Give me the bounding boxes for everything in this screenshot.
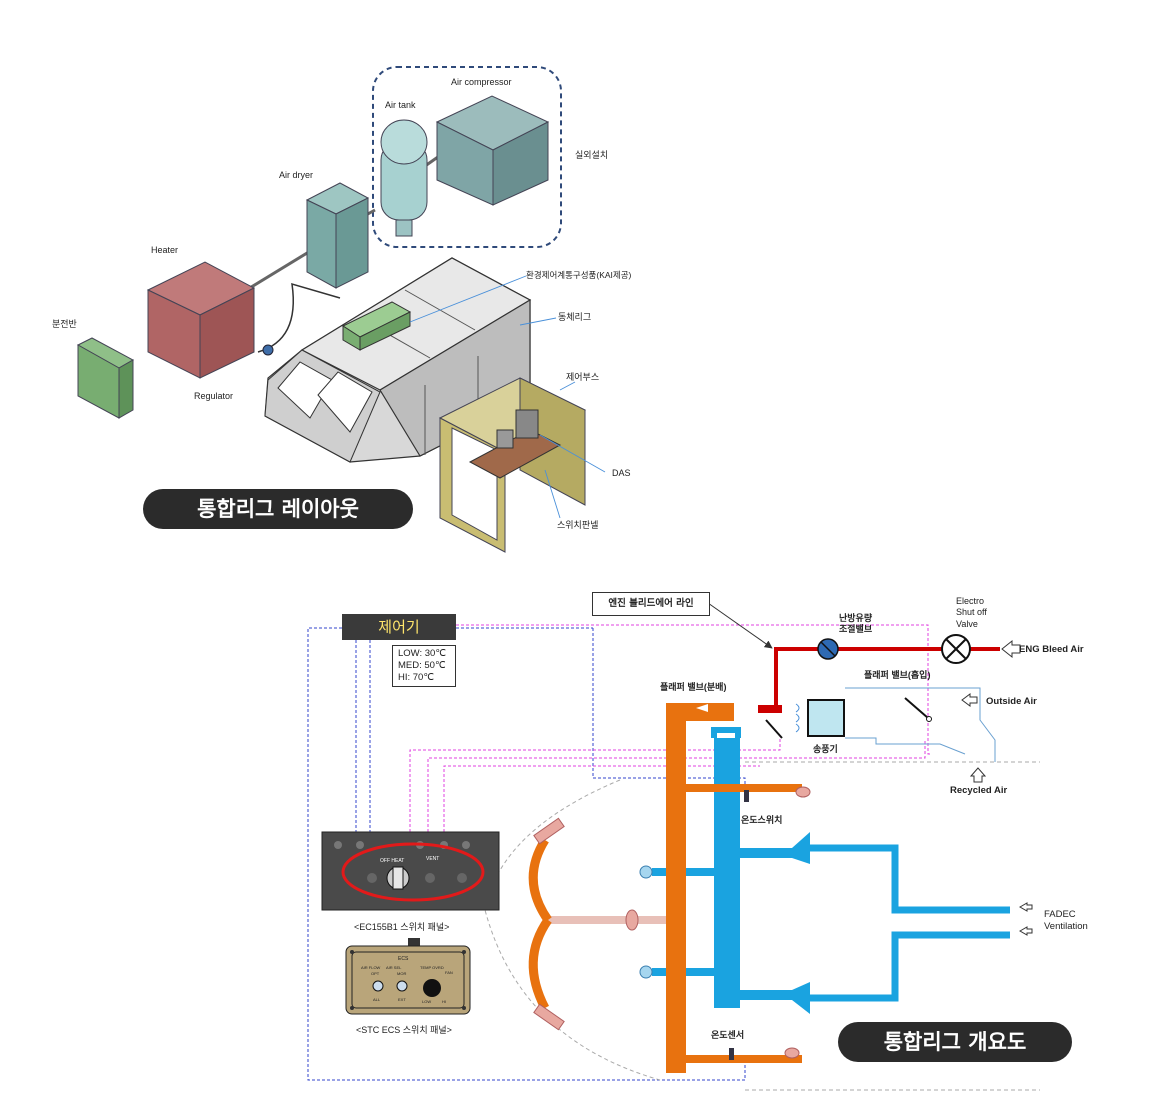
ec155-switch-panel: OFF HEAT VENT xyxy=(321,831,500,911)
outdoor-dashed-region xyxy=(372,66,562,248)
svg-text:FAN: FAN xyxy=(445,970,453,975)
label-flow-valve-1: 난방유량 xyxy=(839,612,873,623)
label-flapper-dist: 플래퍼 밸브(분배) xyxy=(660,681,726,692)
svg-text:EXT: EXT xyxy=(398,997,406,1002)
layout-title-badge: 통합리그 레이아웃 xyxy=(143,489,413,529)
label-temp-sensor: 온도센서 xyxy=(711,1029,744,1040)
recycled-air-arrow-icon xyxy=(969,767,987,783)
label-air-dryer: Air dryer xyxy=(279,170,313,180)
svg-text:HI: HI xyxy=(442,999,446,1004)
label-blower: 송풍기 xyxy=(813,743,838,754)
air-dryer-box xyxy=(305,182,370,289)
svg-text:AIR FLOW: AIR FLOW xyxy=(361,965,381,970)
label-eng-bleed-air: ENG Bleed Air xyxy=(1019,644,1084,655)
label-shutoff-2: Shut off xyxy=(956,607,987,617)
overview-title-badge: 통합리그 개요도 xyxy=(838,1022,1072,1062)
overview-diagram: OFF HEAT VENT ECS AIR FLOW AIR SEL TEMP … xyxy=(307,596,1088,1091)
label-recycled-air: Recycled Air xyxy=(950,785,1008,796)
control-wire-magenta xyxy=(456,624,932,755)
outside-air-arrow-icon xyxy=(961,693,978,707)
svg-text:ECS: ECS xyxy=(398,956,409,962)
label-temp-switch: 온도스위치 xyxy=(741,814,782,825)
highlight-ellipse xyxy=(341,842,485,902)
label-shutoff-3: Valve xyxy=(956,619,978,629)
label-shutoff-1: Electro xyxy=(956,596,984,606)
label-heater: Heater xyxy=(151,245,178,255)
temp-med: MED: 50℃ xyxy=(398,660,446,671)
svg-text:LOW: LOW xyxy=(422,999,431,1004)
svg-text:ALL: ALL xyxy=(373,997,381,1002)
label-fadec-1: FADEC xyxy=(1044,909,1076,920)
label-distribution-panel: 분전반 xyxy=(52,319,77,329)
regulator-icon xyxy=(262,344,274,356)
label-flow-valve-2: 조절밸브 xyxy=(839,623,873,634)
cyan-duct-system xyxy=(652,727,1010,1014)
distribution-panel-box xyxy=(76,337,135,419)
label-fuselage-rig: 동체리그 xyxy=(558,312,591,322)
temp-switch-icon xyxy=(744,790,749,802)
label-air-tank: Air tank xyxy=(385,100,416,110)
air-compressor-box xyxy=(435,95,550,206)
air-tank xyxy=(380,119,428,237)
label-regulator: Regulator xyxy=(194,391,233,401)
temperature-settings-box: LOW: 30℃ MED: 50℃ HI: 70℃ xyxy=(392,645,456,687)
label-ecs-parts: 환경제어계통구성품(KAI제공) xyxy=(526,270,632,280)
engine-bleed-line-callout: 엔진 블리드에어 라인 xyxy=(592,592,710,616)
svg-text:MOR: MOR xyxy=(397,971,406,976)
temp-hi: HI: 70℃ xyxy=(398,672,435,683)
orange-duct-system xyxy=(528,703,802,1073)
layout-illustration: Air compressor Air tank 실외설치 Air dryer H… xyxy=(52,66,632,553)
label-outside-air: Outside Air xyxy=(986,696,1037,707)
svg-text:VENT: VENT xyxy=(426,856,439,862)
label-flapper-intake: 플래퍼 밸브(흡입) xyxy=(864,669,930,680)
bleed-air-line xyxy=(774,647,1000,708)
label-control-booth: 제어부스 xyxy=(566,372,599,382)
label-das: DAS xyxy=(612,468,631,478)
label-switch-panel: 스위치판넬 xyxy=(557,519,598,530)
blower-box xyxy=(807,699,845,737)
eng-bleed-arrow-icon xyxy=(1001,639,1021,659)
control-wire-blue-outer xyxy=(307,627,746,1081)
temp-low: LOW: 30℃ xyxy=(398,648,446,659)
svg-text:OFF HEAT: OFF HEAT xyxy=(380,858,404,864)
svg-text:OPT: OPT xyxy=(371,971,380,976)
label-stc-panel: <STC ECS 스위치 패널> xyxy=(356,1024,452,1035)
label-ec155-panel: <EC155B1 스위치 패널> xyxy=(354,921,449,932)
control-booth xyxy=(438,377,587,553)
stc-ecs-switch-panel: ECS AIR FLOW AIR SEL TEMP OVRD FAN OPT M… xyxy=(345,938,471,1015)
svg-text:TEMP OVRD: TEMP OVRD xyxy=(420,965,444,970)
heater-box xyxy=(146,261,256,379)
label-fadec-2: Ventilation xyxy=(1044,921,1088,932)
temp-sensor-icon xyxy=(729,1048,734,1060)
label-air-compressor: Air compressor xyxy=(451,77,512,87)
svg-text:AIR SEL: AIR SEL xyxy=(386,965,402,970)
controller-box: 제어기 xyxy=(342,614,456,640)
label-outdoor: 실외설치 xyxy=(575,149,608,160)
